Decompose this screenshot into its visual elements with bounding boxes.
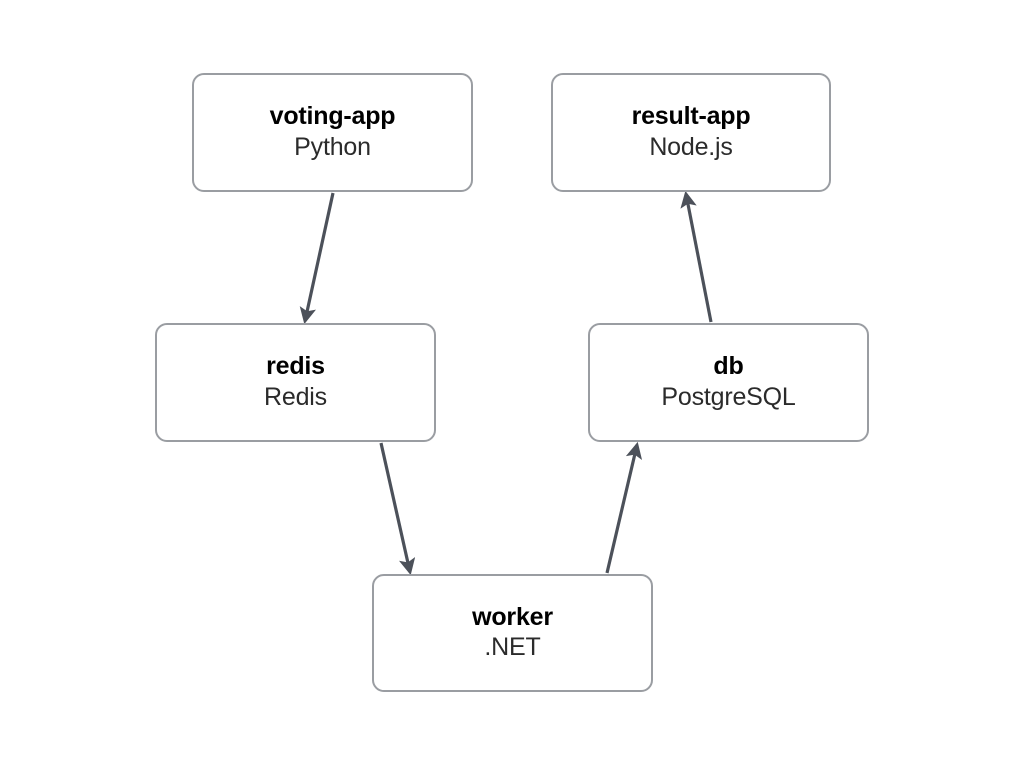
node-title: worker xyxy=(472,602,553,631)
node-voting-app[interactable]: voting-app Python xyxy=(192,73,473,192)
edge-voting-app-to-redis xyxy=(299,192,335,325)
node-result-app[interactable]: result-app Node.js xyxy=(551,73,831,192)
edge-redis-to-worker xyxy=(379,442,416,576)
node-title: voting-app xyxy=(269,102,396,131)
node-title: db xyxy=(713,352,744,381)
edge-worker-to-db xyxy=(605,441,643,574)
node-db[interactable]: db PostgreSQL xyxy=(588,323,869,442)
node-subtitle: Redis xyxy=(264,382,327,411)
edge-db-to-result-app xyxy=(680,190,713,323)
node-worker[interactable]: worker .NET xyxy=(372,574,653,692)
node-subtitle: Node.js xyxy=(649,132,733,161)
node-redis[interactable]: redis Redis xyxy=(155,323,436,442)
node-title: result-app xyxy=(631,102,751,131)
node-title: redis xyxy=(266,352,325,381)
node-subtitle: Python xyxy=(294,132,371,161)
node-subtitle: .NET xyxy=(484,633,541,662)
node-subtitle: PostgreSQL xyxy=(661,382,796,411)
